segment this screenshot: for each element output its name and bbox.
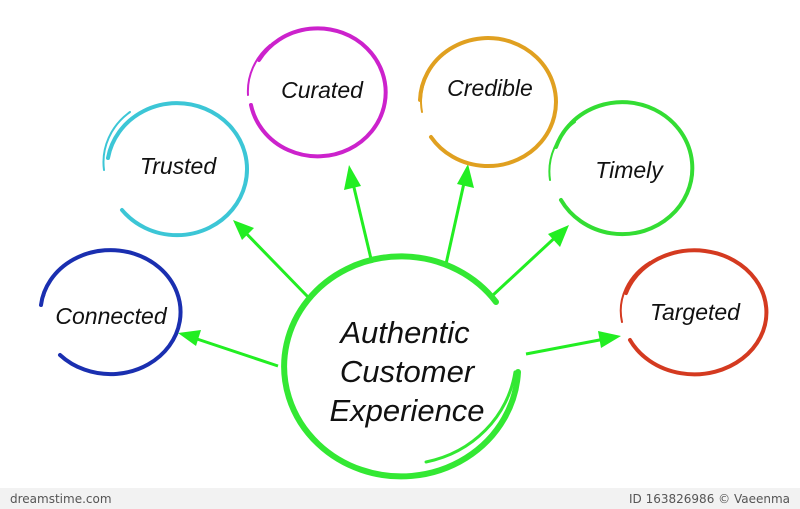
center-label-line-2: Customer [340,354,476,389]
node-connected-ring-overstroke [43,249,101,297]
node-connected-label: Connected [55,303,167,329]
arrowhead-timely [548,225,569,247]
node-timely-ring [554,100,695,237]
arrow-connected [187,334,279,368]
arrows [178,164,621,368]
node-curated-label: Curated [281,77,364,103]
node-timely-label: Timely [595,157,664,183]
arrowhead-targeted [598,331,621,348]
center-label-line-3: Experience [329,393,484,428]
center-ring [281,253,521,480]
arrowhead-credible [457,164,474,188]
arrowhead-trusted [233,220,254,240]
arrow-timely [490,230,563,298]
node-targeted-label: Targeted [650,299,741,325]
arrow-curated [349,174,374,264]
node-credible-ring-overstroke [420,49,451,113]
node-timely: Timely [548,100,695,237]
node-curated-ring-overstroke [246,44,271,96]
node-curated: Curated [246,26,388,159]
arrow-credible [444,173,468,265]
node-targeted-ring-overstroke [619,261,651,323]
center-ring-overstroke [424,370,517,464]
node-trusted-ring-overstroke [102,111,131,171]
footer-watermark: dreamstime.com ID 163826986 © Vaeenma [0,488,800,509]
footer-brand: dreamstime.com [10,492,112,506]
node-credible: Credible [418,36,558,169]
arrow-trusted [238,225,310,299]
node-trusted: Trusted [102,101,249,238]
center-node: Authentic Customer Experience [281,253,521,480]
node-trusted-label: Trusted [140,153,217,179]
node-credible-label: Credible [447,75,533,101]
node-targeted-ring [624,248,769,377]
footer-id: ID 163826986 © Vaeenma [629,492,790,506]
node-targeted: Targeted [619,248,769,377]
arrow-targeted [525,336,611,356]
node-timely-ring-overstroke [548,121,576,181]
node-connected: Connected [39,248,183,377]
center-label-line-1: Authentic [338,315,470,350]
node-trusted-ring [106,101,249,238]
arrowhead-connected [178,330,201,346]
node-curated-ring [249,26,388,159]
arrowhead-curated [344,165,361,190]
